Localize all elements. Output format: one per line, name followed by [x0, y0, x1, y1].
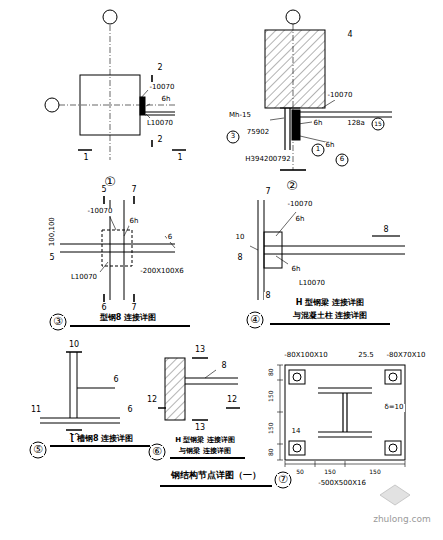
callout-label: 8 — [220, 362, 227, 370]
detail-5 — [30, 352, 150, 458]
callout-label: 6h — [129, 218, 140, 225]
detail-2 — [227, 10, 392, 170]
detail-6 — [149, 358, 245, 460]
detail-title: 与混凝土柱 连接详图 — [292, 312, 369, 320]
callout-label: -500X500X16 — [317, 480, 367, 487]
callout-label: 5 — [100, 186, 107, 194]
callout-label: L10070 — [146, 120, 174, 127]
detail-3 — [50, 196, 190, 330]
callout-label: -10070 — [287, 201, 314, 208]
callout-label: -10070 — [87, 208, 114, 215]
callout-label: 3 — [230, 133, 236, 140]
callout-label: 8 — [382, 226, 389, 234]
callout-label: 80 — [268, 447, 274, 457]
callout-label: H394200792 — [244, 156, 291, 163]
detail-7 — [275, 365, 405, 488]
callout-label: 13 — [194, 346, 206, 354]
detail-title: H 型钢梁 连接详图 — [174, 437, 236, 444]
callout-label: 150 — [268, 389, 274, 402]
callout-label: 13 — [194, 424, 206, 432]
callout-label: 6 — [167, 234, 173, 241]
callout-label: 100,100 — [48, 217, 55, 248]
callout-label: 12 — [146, 396, 158, 404]
detail-title: 型钢8 连接详图 — [99, 314, 157, 322]
callout-label: ⑤ — [32, 444, 44, 456]
callout-label: 10 — [235, 234, 246, 241]
callout-label: ⑦ — [277, 474, 289, 486]
callout-label: 1 — [176, 154, 183, 162]
detail-1 — [45, 10, 186, 160]
callout-label: 10 — [68, 341, 80, 349]
callout-label: 6 — [126, 406, 133, 414]
callout-label: 50 — [295, 469, 305, 475]
detail-title: 钢结构节点详图（一） — [170, 471, 262, 480]
callout-label: ② — [285, 179, 299, 193]
callout-label: 6 — [339, 156, 345, 163]
callout-label: 6 — [100, 304, 107, 312]
callout-label: 15 — [373, 121, 383, 127]
callout-label: 8 — [264, 292, 271, 300]
callout-label: ④ — [249, 314, 261, 326]
callout-label: ③ — [52, 316, 64, 328]
watermark-logo — [380, 485, 410, 505]
callout-label: 1 — [315, 146, 321, 153]
callout-label: 8 — [236, 254, 243, 262]
callout-label: -10070 — [149, 84, 176, 91]
callout-label: 25.5 — [357, 352, 375, 359]
callout-label: 6h — [295, 216, 306, 223]
callout-label: 4 — [346, 31, 353, 39]
callout-label: 6h — [291, 266, 302, 273]
detail-title: 与钢梁 连接详图 — [178, 448, 231, 455]
callout-label: -200X100X6 — [139, 268, 184, 275]
callout-label: -80X100X10 — [283, 352, 328, 359]
callout-label: ⑥ — [151, 446, 163, 458]
callout-label: 12 — [226, 396, 238, 404]
callout-label: 6h — [313, 120, 324, 127]
callout-label: 7 — [130, 186, 137, 194]
callout-label: 7 — [130, 304, 137, 312]
callout-label: 150 — [368, 469, 381, 475]
callout-label: -80X70X10 — [386, 352, 427, 359]
callout-label: 2 — [156, 136, 163, 144]
callout-label: 5 — [48, 254, 55, 262]
callout-label: 2 — [156, 64, 163, 72]
callout-label: L10070 — [298, 280, 326, 287]
callout-label: 75902 — [246, 129, 270, 136]
callout-label: δ=10 — [383, 404, 404, 411]
callout-label: 7 — [264, 188, 271, 196]
detail-title: [ 槽钢8 连接详图 — [70, 435, 135, 443]
callout-label: Mh-15 — [228, 112, 252, 119]
callout-label: 6h — [161, 96, 172, 103]
callout-label: L10070 — [70, 274, 98, 281]
callout-label: 6 — [112, 376, 119, 384]
watermark: zhulong.com — [372, 515, 432, 524]
detail-title: H 型钢梁 连接详图 — [295, 299, 365, 307]
callout-label: 150 — [268, 421, 274, 434]
callout-label: 128a — [346, 120, 366, 127]
callout-label: 1 — [82, 154, 89, 162]
detail-4 — [247, 200, 405, 328]
callout-label: 14 — [291, 428, 302, 435]
callout-label: 80 — [268, 367, 274, 377]
callout-label: 11 — [30, 406, 42, 414]
callout-label: 150 — [323, 469, 336, 475]
callout-label: -10070 — [327, 92, 354, 99]
callout-label: 6h — [325, 142, 336, 149]
